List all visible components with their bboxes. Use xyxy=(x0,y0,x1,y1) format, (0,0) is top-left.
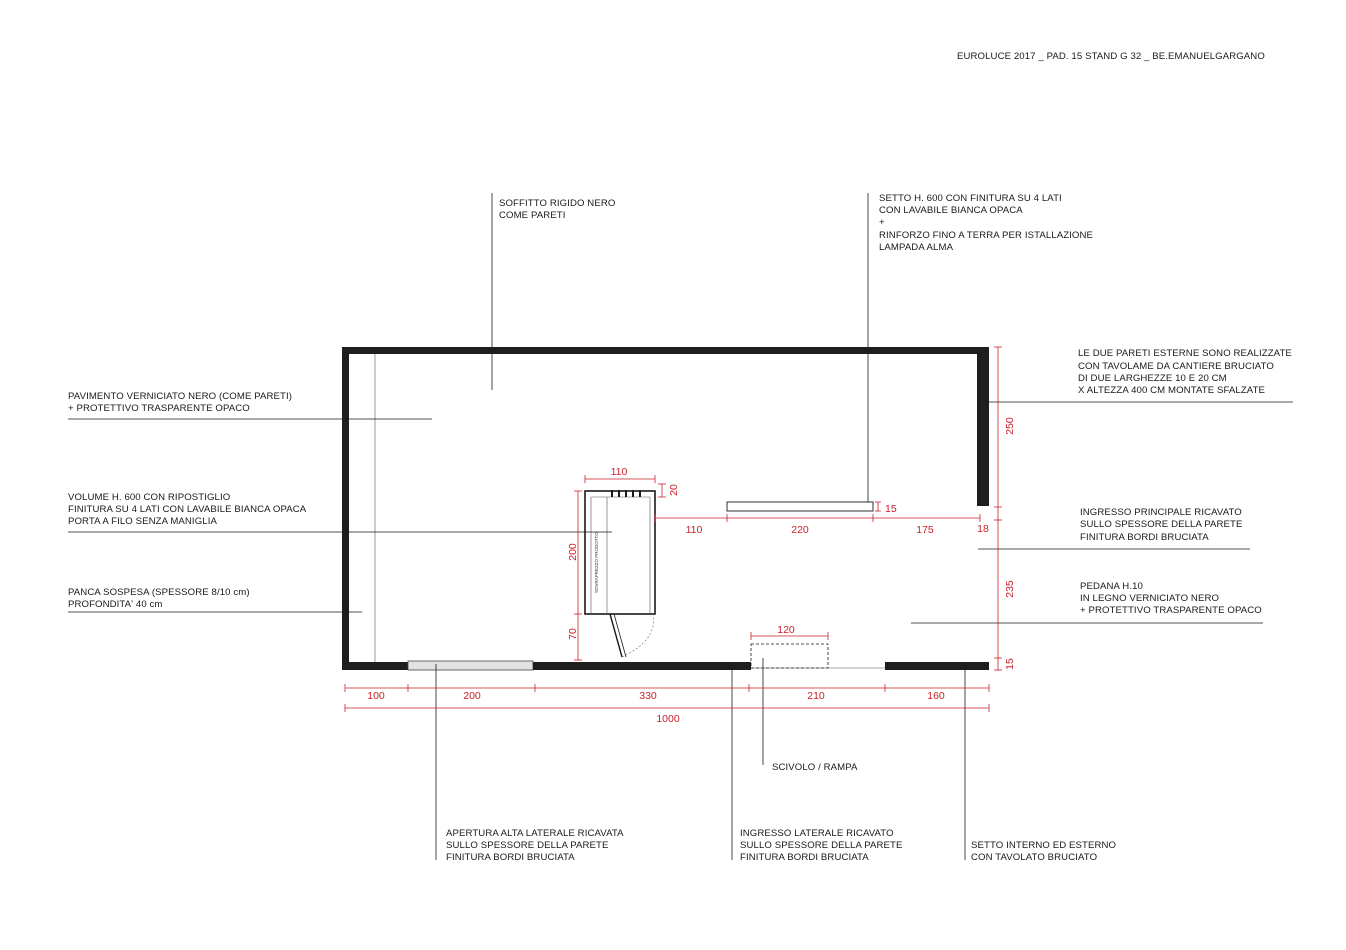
svg-text:PORTA A FILO SENZA MANIGLIA: PORTA A FILO SENZA MANIGLIA xyxy=(68,516,217,527)
note-bench: PANCA SOSPESA (SPESSORE 8/10 cm) PROFOND… xyxy=(68,587,250,610)
svg-text:110: 110 xyxy=(611,466,628,478)
left-wall xyxy=(342,347,349,670)
note-platform: PEDANA H.10 IN LEGNO VERNICIATO NERO + P… xyxy=(1080,581,1262,616)
leader-lines xyxy=(68,193,1293,860)
svg-text:SETTO H. 600 CON FINITURA SU 4: SETTO H. 600 CON FINITURA SU 4 LATI xyxy=(879,193,1062,204)
dimension-values: 100 200 330 210 160 1000 250 18 235 15 1… xyxy=(367,417,1016,725)
svg-text:FINITURA BORDI BRUCIATA: FINITURA BORDI BRUCIATA xyxy=(446,852,575,863)
note-external-walls: LE DUE PARETI ESTERNE SONO REALIZZATE CO… xyxy=(1078,348,1292,396)
svg-text:+ PROTETTIVO TRASPARENTE OPACO: + PROTETTIVO TRASPARENTE OPACO xyxy=(1080,605,1262,616)
drawing-title: EUROLUCE 2017 _ PAD. 15 STAND G 32 _ BE.… xyxy=(957,51,1265,62)
note-high-opening: APERTURA ALTA LATERALE RICAVATA SULLO SP… xyxy=(446,828,624,863)
storage-door xyxy=(609,613,623,658)
svg-text:X ALTEZZA 400 CM MONTATE SFALZ: X ALTEZZA 400 CM MONTATE SFALZATE xyxy=(1078,385,1265,396)
svg-text:1000: 1000 xyxy=(656,713,680,725)
note-volume: VOLUME H. 600 CON RIPOSTIGLIO FINITURA S… xyxy=(68,492,307,527)
svg-text:120: 120 xyxy=(777,624,795,636)
svg-text:70: 70 xyxy=(567,628,579,640)
svg-text:SULLO SPESSORE DELLA PARETE: SULLO SPESSORE DELLA PARETE xyxy=(446,840,608,851)
front-wall-segment-1 xyxy=(342,662,408,670)
svg-text:235: 235 xyxy=(1004,580,1016,598)
svg-text:PROFONDITA' 40 cm: PROFONDITA' 40 cm xyxy=(68,599,163,610)
svg-text:PEDANA H.10: PEDANA H.10 xyxy=(1080,581,1143,592)
svg-text:330: 330 xyxy=(639,690,657,702)
svg-text:20: 20 xyxy=(668,484,680,496)
note-main-entrance: INGRESSO PRINCIPALE RICAVATO SULLO SPESS… xyxy=(1080,507,1242,543)
svg-text:+ PROTETTIVO TRASPARENTE OPACO: + PROTETTIVO TRASPARENTE OPACO xyxy=(68,403,250,414)
svg-text:100: 100 xyxy=(367,690,385,702)
front-wall-segment-3 xyxy=(885,662,989,670)
svg-text:210: 210 xyxy=(807,690,825,702)
note-floor: PAVIMENTO VERNICIATO NERO (COME PARETI) … xyxy=(68,391,292,414)
ramp xyxy=(750,643,829,669)
svg-text:SULLO SPESSORE DELLA PARETE: SULLO SPESSORE DELLA PARETE xyxy=(740,840,902,851)
svg-text:250: 250 xyxy=(1004,417,1016,435)
svg-text:SULLO SPESSORE DELLA PARETE: SULLO SPESSORE DELLA PARETE xyxy=(1080,519,1242,530)
dimension-lines xyxy=(344,346,1002,712)
svg-text:IN LEGNO VERNICIATO NERO: IN LEGNO VERNICIATO NERO xyxy=(1080,593,1219,604)
svg-text:PAVIMENTO VERNICIATO NERO (COM: PAVIMENTO VERNICIATO NERO (COME PARETI) xyxy=(68,391,292,402)
svg-text:APERTURA ALTA LATERALE RICAVAT: APERTURA ALTA LATERALE RICAVATA xyxy=(446,828,624,839)
note-soffitto: SOFFITTO RIGIDO NERO COME PARETI xyxy=(499,198,615,221)
svg-text:CON TAVOLATO BRUCIATO: CON TAVOLATO BRUCIATO xyxy=(971,852,1097,863)
note-side-entrance: INGRESSO LATERALE RICAVATO SULLO SPESSOR… xyxy=(740,828,902,863)
note-inner-partition: SETTO INTERNO ED ESTERNO CON TAVOLATO BR… xyxy=(971,840,1116,863)
svg-text:15: 15 xyxy=(885,503,897,515)
back-wall xyxy=(342,347,989,354)
storage-volume: SOVRAPREZZO PRODOTTO xyxy=(584,490,656,658)
svg-text:SETTO INTERNO ED ESTERNO: SETTO INTERNO ED ESTERNO xyxy=(971,840,1116,851)
svg-text:200: 200 xyxy=(463,690,481,702)
svg-text:110: 110 xyxy=(686,524,703,536)
svg-text:+: + xyxy=(879,217,885,228)
svg-text:18: 18 xyxy=(977,523,989,535)
high-side-opening xyxy=(407,660,534,671)
svg-text:COME PARETI: COME PARETI xyxy=(499,210,566,221)
svg-text:220: 220 xyxy=(791,524,809,536)
svg-text:SCIVOLO / RAMPA: SCIVOLO / RAMPA xyxy=(772,762,858,773)
svg-text:LAMPADA ALMA: LAMPADA ALMA xyxy=(879,242,954,253)
svg-text:LE DUE PARETI ESTERNE SONO REA: LE DUE PARETI ESTERNE SONO REALIZZATE xyxy=(1078,348,1292,359)
svg-text:RINFORZO FINO A TERRA PER ISTA: RINFORZO FINO A TERRA PER ISTALLAZIONE xyxy=(879,230,1093,241)
svg-text:DI DUE LARGHEZZE 10 E 20 CM: DI DUE LARGHEZZE 10 E 20 CM xyxy=(1078,373,1227,384)
front-wall-segment-2 xyxy=(533,662,751,670)
svg-text:FINITURA SU 4 LATI CON LAVABIL: FINITURA SU 4 LATI CON LAVABILE BIANCA O… xyxy=(68,504,307,515)
door-swing xyxy=(621,613,654,658)
volume-label: SOVRAPREZZO PRODOTTO xyxy=(594,532,599,593)
svg-text:SOFFITTO RIGIDO NERO: SOFFITTO RIGIDO NERO xyxy=(499,198,615,209)
svg-text:INGRESSO LATERALE RICAVATO: INGRESSO LATERALE RICAVATO xyxy=(740,828,894,839)
note-setto: SETTO H. 600 CON FINITURA SU 4 LATI CON … xyxy=(879,193,1093,253)
svg-text:INGRESSO PRINCIPALE RICAVATO: INGRESSO PRINCIPALE RICAVATO xyxy=(1080,507,1242,518)
right-wall-upper xyxy=(977,347,989,506)
svg-text:15: 15 xyxy=(1004,658,1016,670)
svg-text:CON TAVOLAME DA CANTIERE BRUCI: CON TAVOLAME DA CANTIERE BRUCIATO xyxy=(1078,361,1274,372)
svg-text:CON LAVABILE BIANCA OPACA: CON LAVABILE BIANCA OPACA xyxy=(879,205,1023,216)
stand-walls xyxy=(342,347,989,671)
svg-text:160: 160 xyxy=(927,690,945,702)
partition-wall xyxy=(726,501,874,512)
svg-text:200: 200 xyxy=(567,543,579,561)
note-ramp: SCIVOLO / RAMPA xyxy=(772,762,858,773)
svg-text:FINITURA BORDI BRUCIATA: FINITURA BORDI BRUCIATA xyxy=(740,852,869,863)
svg-text:FINITURA BORDI BRUCIATA: FINITURA BORDI BRUCIATA xyxy=(1080,532,1209,543)
svg-text:PANCA SOSPESA (SPESSORE 8/10 c: PANCA SOSPESA (SPESSORE 8/10 cm) xyxy=(68,587,250,598)
svg-text:175: 175 xyxy=(916,524,934,536)
svg-text:VOLUME H. 600 CON RIPOSTIGLIO: VOLUME H. 600 CON RIPOSTIGLIO xyxy=(68,492,230,503)
